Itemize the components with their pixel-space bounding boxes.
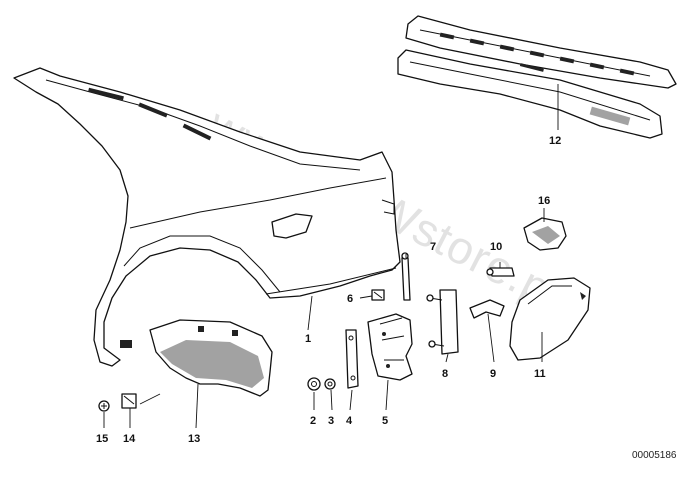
callout-14: 14 [123, 433, 136, 445]
callout-11: 11 [534, 368, 546, 380]
callout-8: 8 [442, 368, 448, 380]
callout-1: 1 [305, 333, 311, 345]
leader-lines [103, 84, 559, 429]
callout-5: 5 [382, 415, 388, 427]
washer-part [324, 378, 336, 390]
latch-part [523, 217, 567, 251]
callout-2: 2 [310, 415, 316, 427]
nut-part [307, 377, 321, 391]
callout-7: 7 [430, 241, 436, 253]
bracket-part [426, 289, 459, 355]
wheel-housing-part [149, 319, 273, 397]
hinge-part [367, 313, 413, 381]
callout-6: 6 [347, 293, 353, 305]
pin-part [486, 267, 515, 277]
side-panel-part [13, 67, 401, 367]
callout-15: 15 [96, 433, 108, 445]
callout-13: 13 [188, 433, 200, 445]
callout-10: 10 [490, 241, 502, 253]
strap-part [345, 329, 359, 389]
callout-3: 3 [328, 415, 334, 427]
small-clip-part [371, 289, 385, 301]
fuel-flap-part [509, 277, 591, 361]
rear-panel-part [397, 15, 677, 139]
callout-4: 4 [346, 415, 353, 427]
callout-9: 9 [490, 368, 496, 380]
callout-12: 12 [549, 135, 561, 147]
screw-part [98, 400, 110, 412]
document-id: 00005186 [632, 450, 677, 461]
clip-part [121, 393, 137, 409]
callout-16: 16 [538, 195, 550, 207]
rod-part [401, 252, 411, 301]
callout-labels: 1 2 3 4 5 6 7 8 9 10 11 12 13 14 15 16 [96, 135, 561, 445]
rubber-buffer-part [469, 299, 505, 319]
